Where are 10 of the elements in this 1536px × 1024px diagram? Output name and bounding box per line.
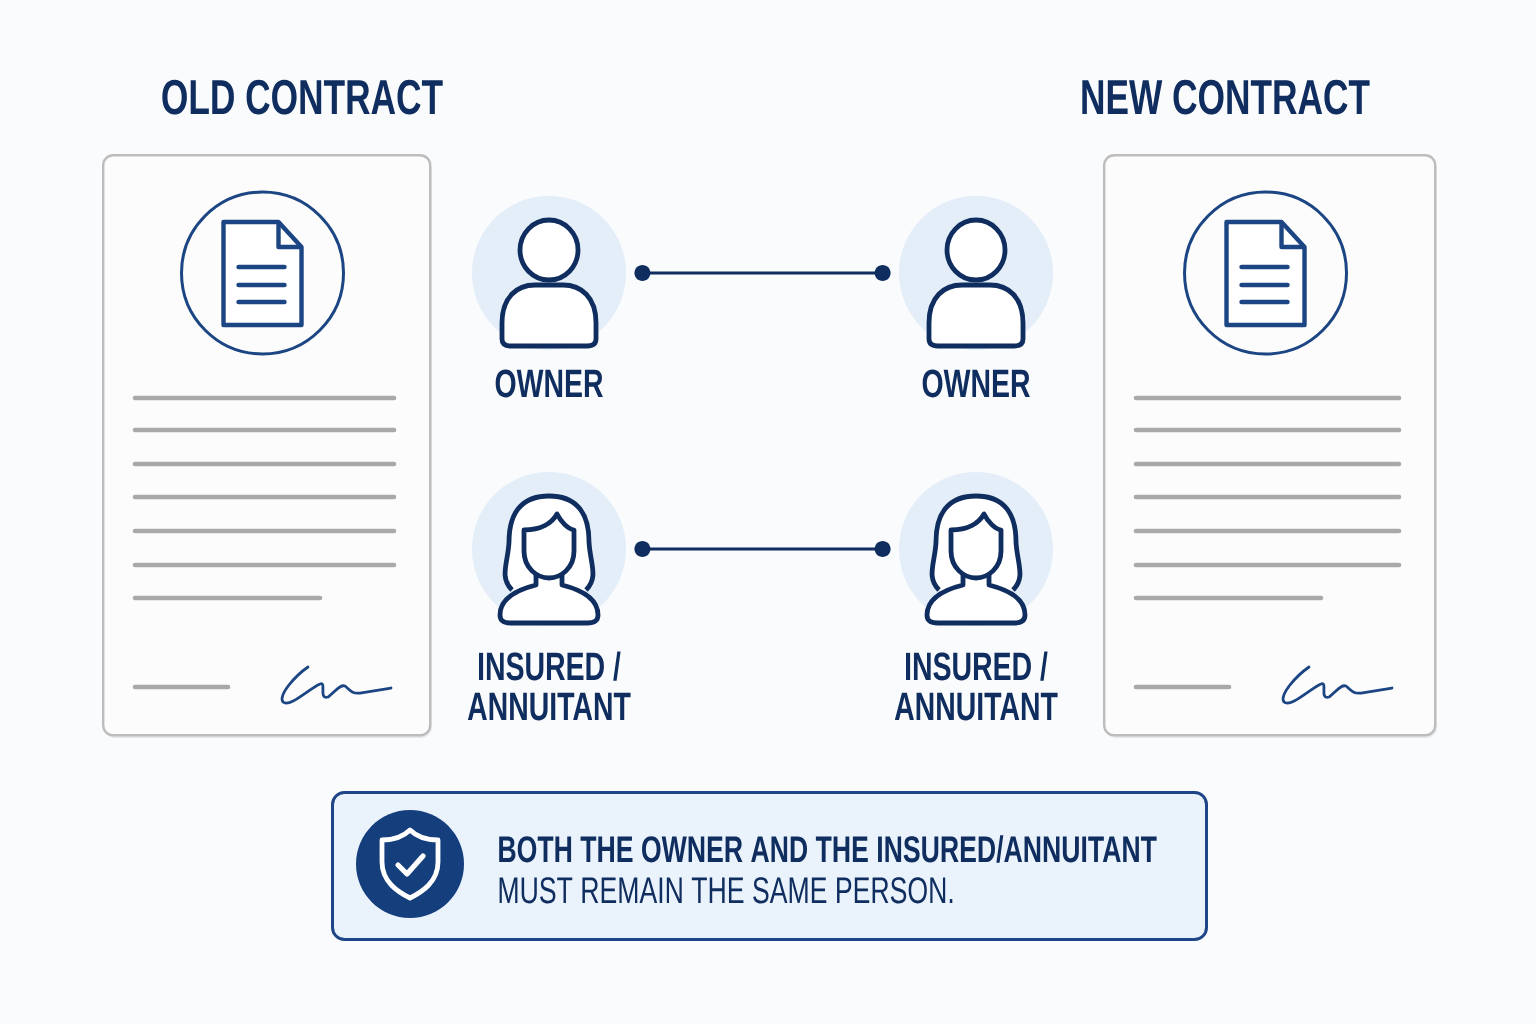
note-text: BOTH THE OWNER AND THE INSURED/ANNUITANT MUST REMAIN THE SAME PERSON.: [499, 835, 1157, 904]
heading: NEW CONTRACT: [1082, 79, 1370, 115]
heading: OLD CONTRACT: [162, 79, 443, 115]
note-box: [331, 791, 1208, 941]
role-label: INSURED / ANNUITANT: [467, 651, 631, 721]
role-label: OWNER: [922, 369, 1030, 398]
connector: [634, 265, 891, 281]
connector: [634, 541, 891, 557]
role-label: OWNER: [495, 369, 603, 398]
role-label: INSURED / ANNUITANT: [894, 651, 1058, 721]
